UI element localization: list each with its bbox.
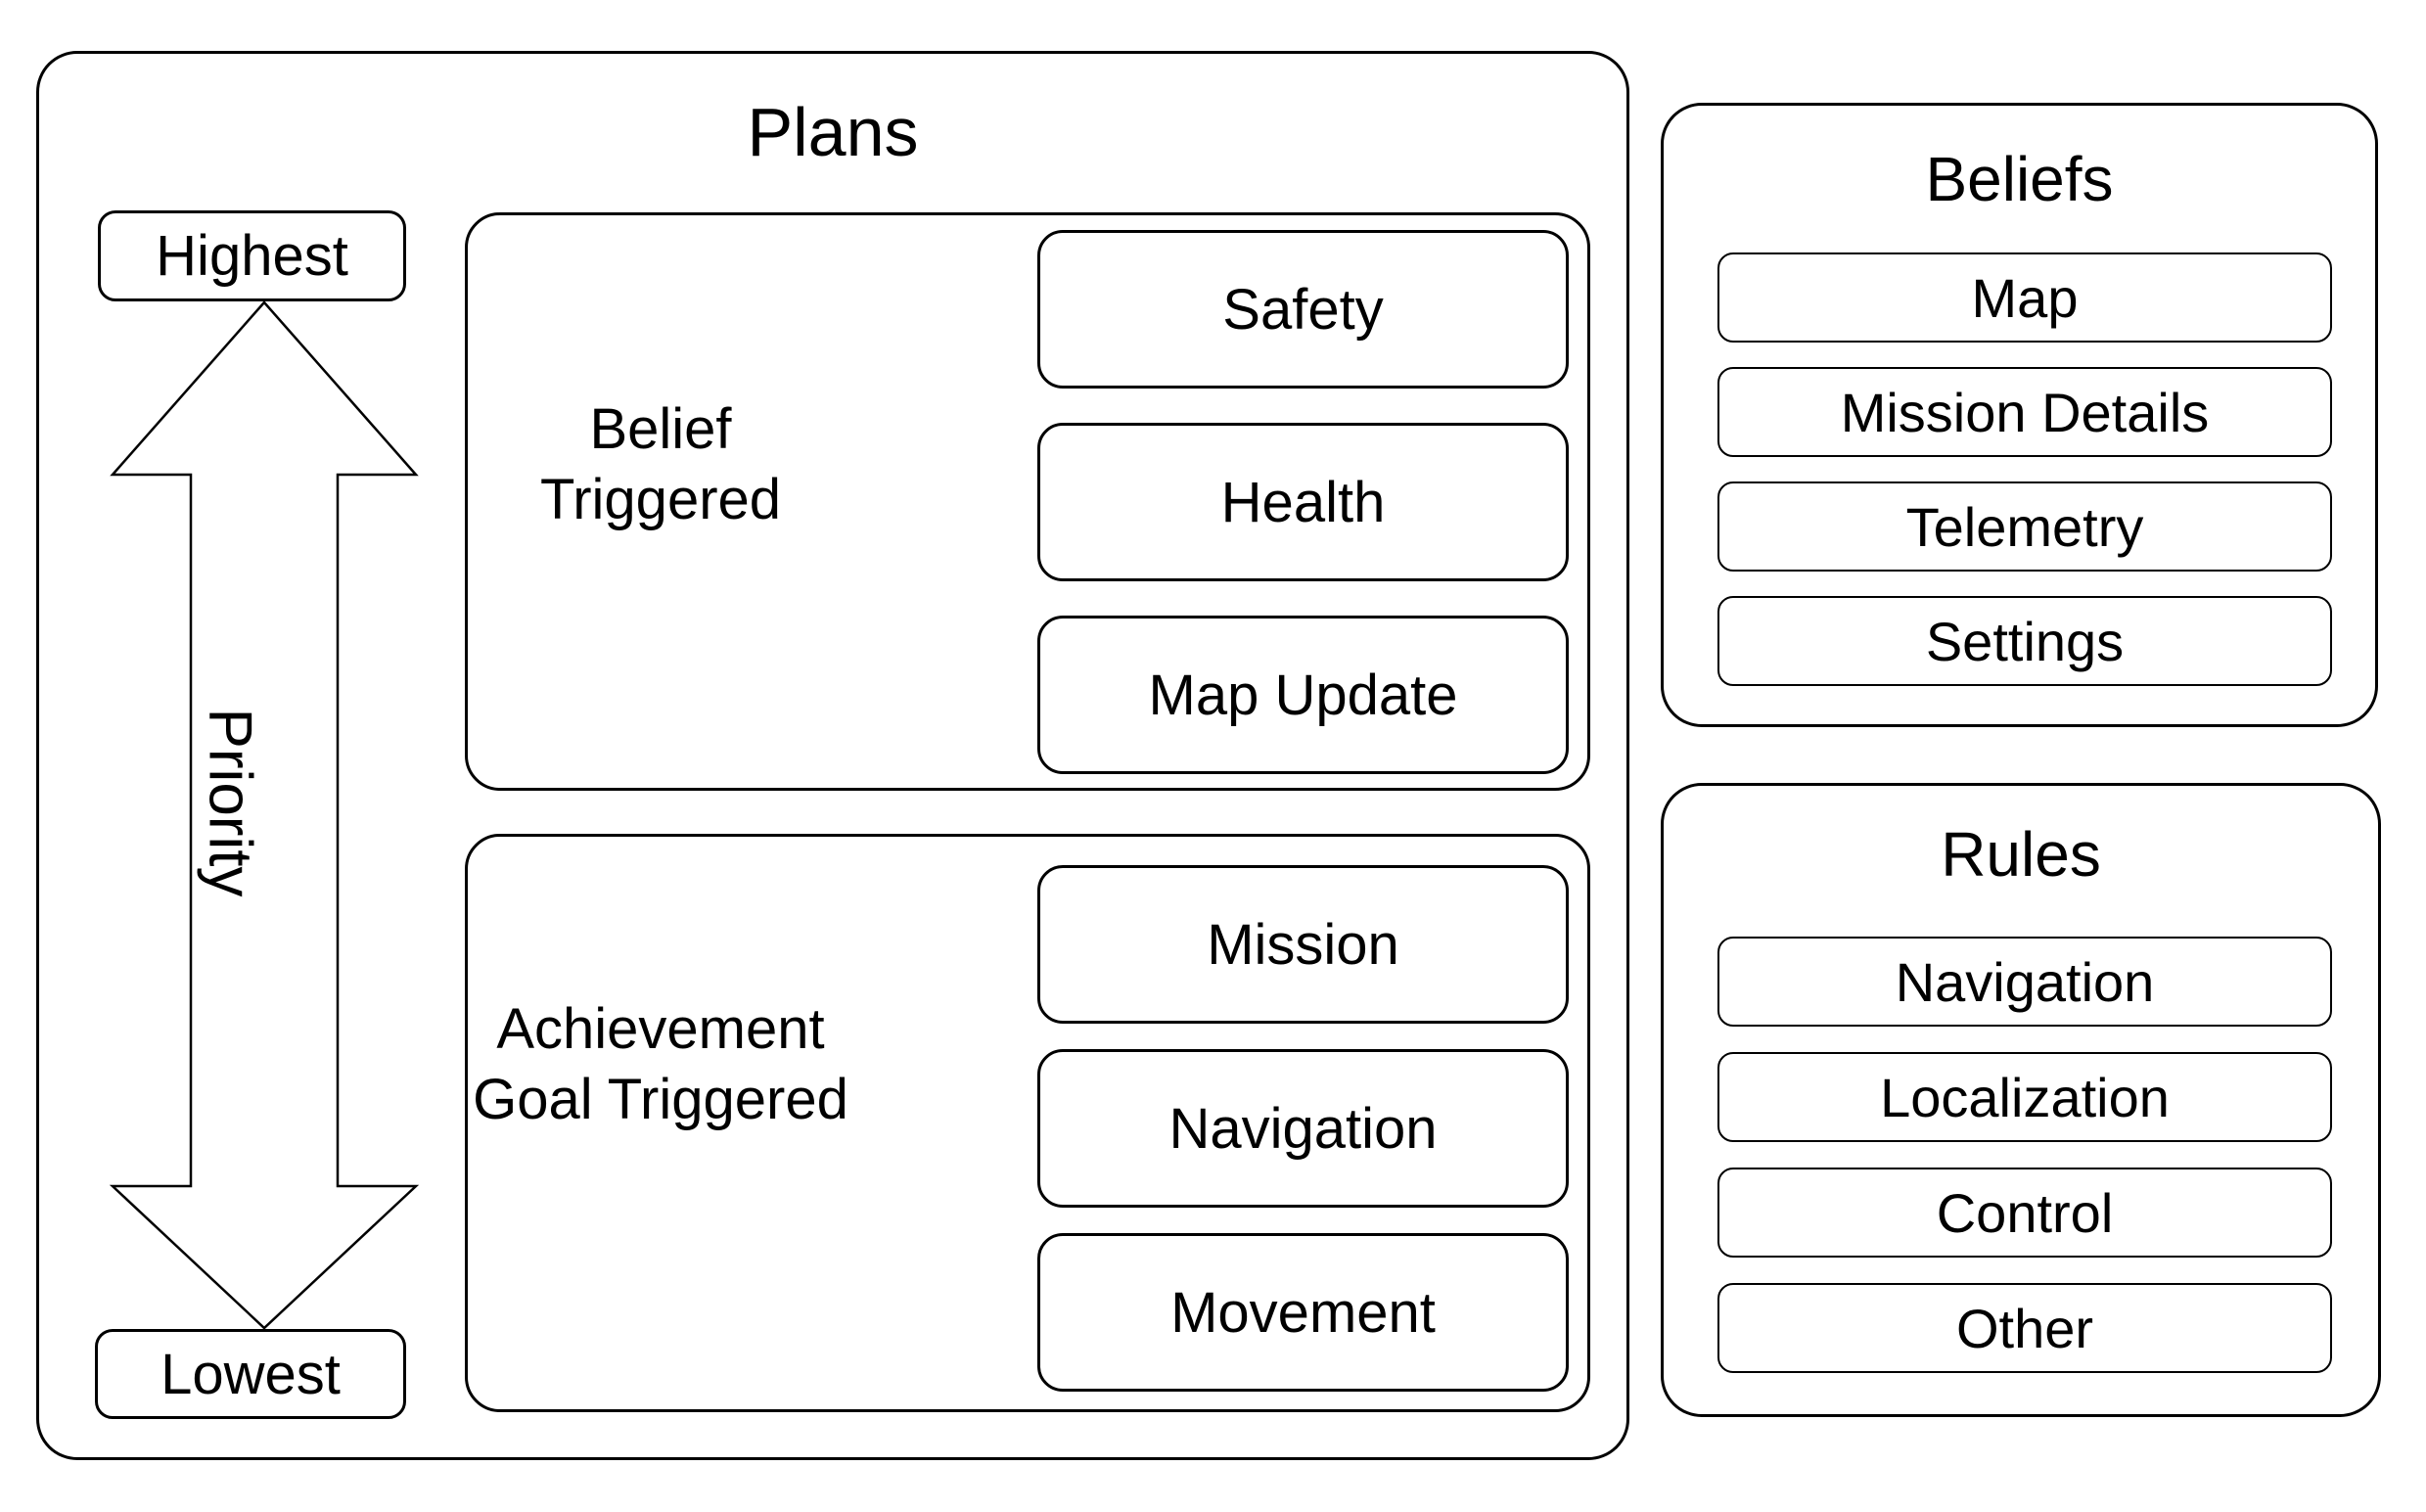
plan-item-navigation-label: Navigation [1168, 1096, 1438, 1161]
priority-arrow-icon [109, 300, 420, 1330]
achievement-goal-triggered-label: Achievement Goal Triggered [387, 994, 935, 1135]
beliefs-title: Beliefs [1925, 144, 2114, 214]
rule-item-localization-label: Localization [1880, 1066, 2170, 1128]
belief-triggered-label-line2: Triggered [539, 467, 782, 531]
plan-item-safety-label: Safety [1222, 277, 1384, 342]
belief-item-mission-details-label: Mission Details [1840, 381, 2210, 443]
lowest-label: Lowest [160, 1342, 341, 1406]
plan-item-safety: Safety [1037, 230, 1569, 389]
rule-item-control: Control [1717, 1168, 2332, 1258]
plan-item-mission: Mission [1037, 865, 1569, 1024]
plan-item-health-label: Health [1220, 470, 1386, 534]
belief-item-map: Map [1717, 252, 2332, 343]
plan-item-movement: Movement [1037, 1233, 1569, 1392]
belief-item-settings: Settings [1717, 596, 2332, 686]
achievement-label-line2: Goal Triggered [473, 1067, 848, 1131]
belief-triggered-label: Belief Triggered [465, 394, 856, 535]
lowest-box: Lowest [95, 1329, 406, 1419]
belief-triggered-label-line1: Belief [589, 397, 732, 461]
rule-item-localization: Localization [1717, 1052, 2332, 1142]
belief-item-telemetry: Telemetry [1717, 481, 2332, 572]
plan-item-navigation: Navigation [1037, 1049, 1569, 1208]
plan-item-mission-label: Mission [1207, 912, 1399, 977]
highest-box: Highest [98, 210, 406, 301]
plan-item-map-update-label: Map Update [1148, 663, 1458, 727]
rules-title: Rules [1941, 819, 2101, 890]
rule-item-navigation: Navigation [1717, 937, 2332, 1027]
highest-label: Highest [156, 224, 348, 288]
belief-item-mission-details: Mission Details [1717, 367, 2332, 457]
plan-item-health: Health [1037, 423, 1569, 581]
priority-label: Priority [196, 708, 264, 897]
plans-title: Plans [747, 94, 919, 170]
plan-item-movement-label: Movement [1170, 1280, 1436, 1345]
rule-item-other-label: Other [1955, 1297, 2094, 1359]
belief-item-telemetry-label: Telemetry [1905, 495, 2144, 558]
belief-item-map-label: Map [1971, 266, 2079, 329]
plan-item-map-update: Map Update [1037, 616, 1569, 774]
belief-item-settings-label: Settings [1925, 610, 2125, 672]
rule-item-navigation-label: Navigation [1895, 950, 2155, 1013]
achievement-label-line1: Achievement [496, 997, 825, 1061]
rule-item-other: Other [1717, 1283, 2332, 1373]
rule-item-control-label: Control [1936, 1181, 2114, 1244]
